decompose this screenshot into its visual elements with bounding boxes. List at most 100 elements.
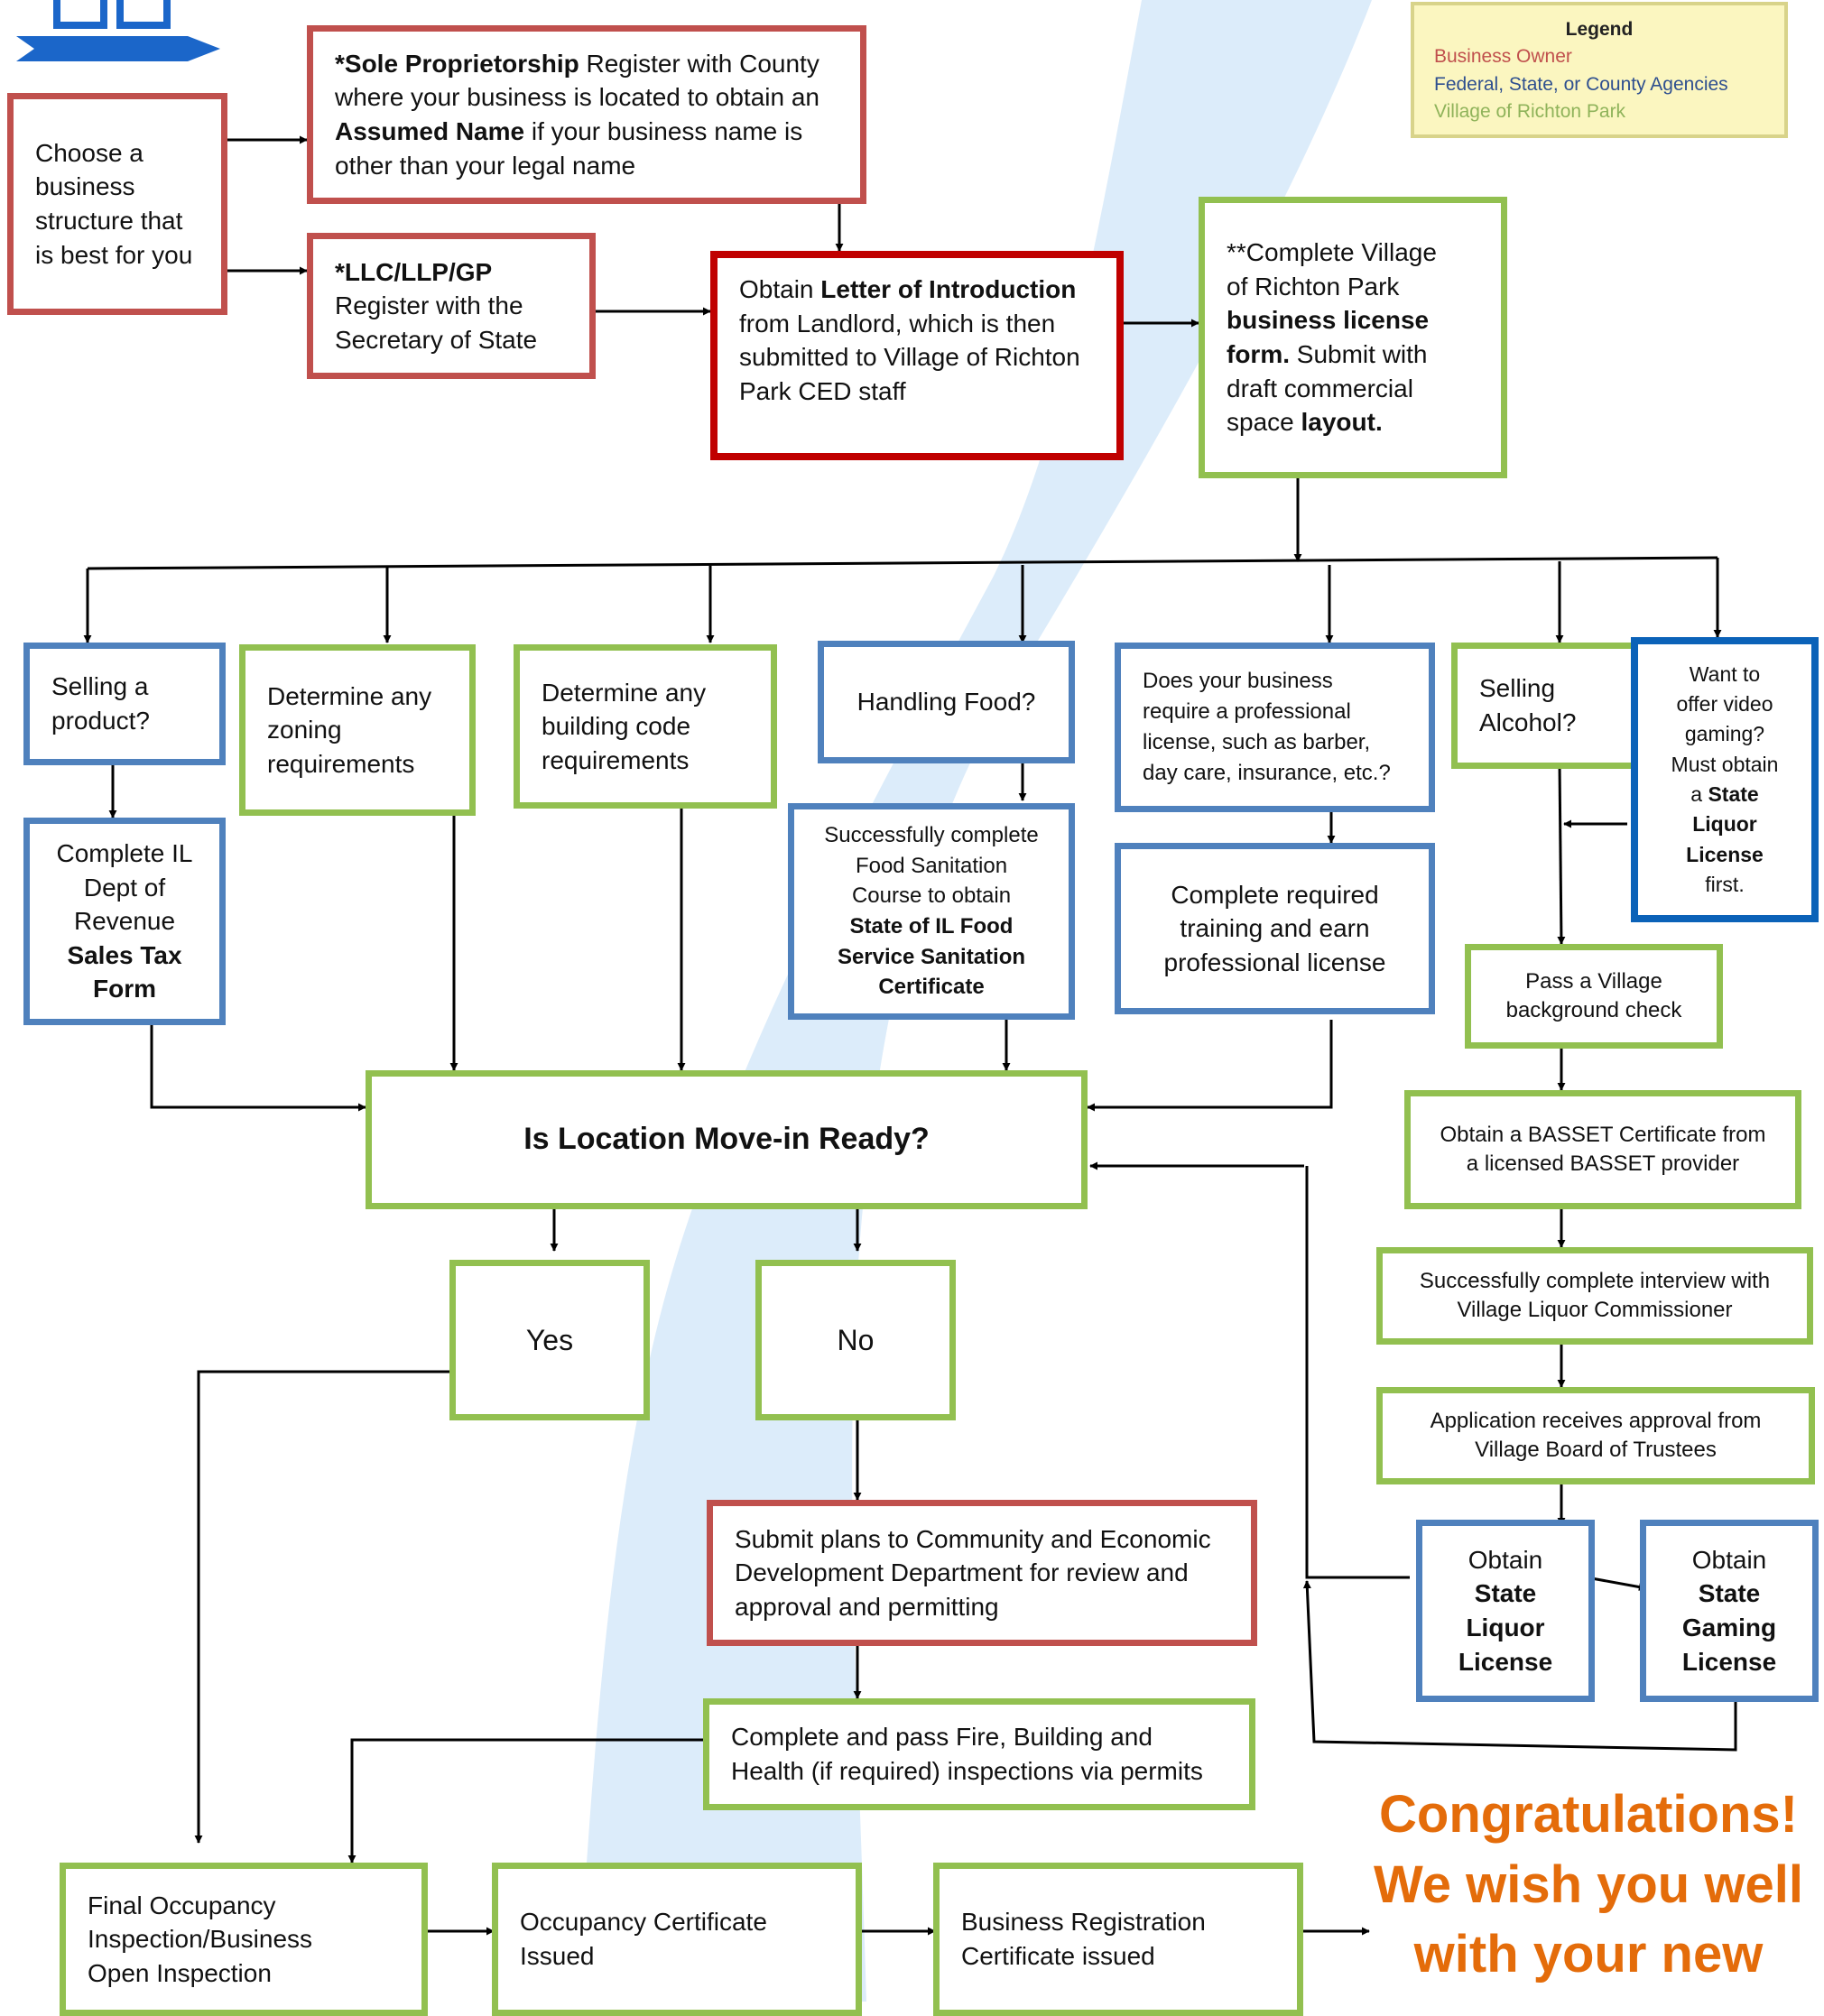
inspections-line-2: Health (if required) inspections via per… bbox=[731, 1757, 1203, 1785]
village-license-form-box: **Complete Village of Richton Park busin… bbox=[1199, 197, 1507, 478]
professional-license-box: Does your business require a professiona… bbox=[1115, 643, 1435, 812]
choose-line-4: is best for you bbox=[35, 240, 193, 269]
background-line-1: Pass a Village bbox=[1525, 968, 1662, 994]
food-cert-line-2: Food Sanitation bbox=[855, 853, 1008, 878]
letter-title: Letter of Introduction bbox=[820, 275, 1077, 303]
food-cert-line-4: State of IL Food bbox=[849, 914, 1014, 939]
yes-label: Yes bbox=[525, 1323, 574, 1356]
registration-line-1: Business Registration bbox=[961, 1908, 1206, 1937]
zoning-line-1: Determine any bbox=[267, 681, 432, 710]
gaming-license-line-1: Obtain bbox=[1691, 1545, 1767, 1574]
sales-tax-line-2: Dept of bbox=[83, 873, 166, 902]
interview-line-2: Village Liquor Commissioner bbox=[1457, 1298, 1733, 1322]
submit-line-2: Development Department for review and bbox=[735, 1558, 1189, 1587]
building-line-3: requirements bbox=[542, 745, 690, 774]
final-line-1: Final Occupancy bbox=[88, 1891, 276, 1919]
gaming-line-5: a bbox=[1690, 782, 1708, 806]
letter-line-3: submitted to Village of Richton bbox=[739, 343, 1080, 372]
village-form-line-6: space bbox=[1227, 408, 1301, 437]
sole-proprietorship-box: *Sole Proprietorship Register with Count… bbox=[307, 25, 866, 204]
gaming-license-line-2: State bbox=[1698, 1579, 1761, 1608]
choose-line-1: Choose a bbox=[35, 138, 144, 167]
village-form-line-2: of Richton Park bbox=[1227, 272, 1400, 301]
sales-tax-line-5: Form bbox=[93, 975, 156, 1003]
business-registration-box: Business Registration Certificate issued bbox=[933, 1863, 1303, 2016]
alcohol-line-1: Selling bbox=[1479, 674, 1556, 703]
alcohol-line-2: Alcohol? bbox=[1479, 708, 1577, 736]
food-cert-line-6: Certificate bbox=[878, 975, 985, 1000]
handling-food-box: Handling Food? bbox=[818, 641, 1075, 763]
training-line-2: training and earn bbox=[1180, 914, 1370, 943]
move-in-ready-box: Is Location Move-in Ready? bbox=[366, 1070, 1088, 1209]
congrats-line-2: We wish you well bbox=[1374, 1854, 1803, 1914]
village-form-line-5: draft commercial bbox=[1227, 374, 1413, 402]
no-box: No bbox=[755, 1260, 956, 1420]
state-liquor-license-box: Obtain State Liquor License bbox=[1416, 1520, 1595, 1702]
gaming-line-2: offer video bbox=[1676, 691, 1773, 716]
state-gaming-license-box: Obtain State Gaming License bbox=[1640, 1520, 1819, 1702]
zoning-box: Determine any zoning requirements bbox=[239, 644, 476, 816]
sole-line-2: where your business is located to obtain… bbox=[335, 83, 819, 112]
legend-item-agencies: Federal, State, or County Agencies bbox=[1434, 73, 1728, 95]
selling-alcohol-box: Selling Alcohol? bbox=[1451, 643, 1652, 769]
congrats-line-1: Congratulations! bbox=[1379, 1785, 1798, 1844]
legend-item-village: Village of Richton Park bbox=[1434, 101, 1626, 123]
building-line-2: building code bbox=[542, 712, 691, 741]
no-label: No bbox=[837, 1323, 875, 1356]
village-form-bold-form: form. bbox=[1227, 340, 1290, 368]
selling-product-line-1: Selling a bbox=[51, 672, 149, 701]
legend-title: Legend bbox=[1565, 19, 1634, 40]
final-line-3: Open Inspection bbox=[88, 1958, 272, 1987]
letter-pre: Obtain bbox=[739, 275, 821, 303]
occupancy-line-1: Occupancy Certificate bbox=[520, 1908, 767, 1937]
llc-title: *LLC/LLP/GP bbox=[335, 257, 493, 286]
congrats-line-3: with your new bbox=[1413, 1925, 1764, 1984]
move-in-ready-label: Is Location Move-in Ready? bbox=[523, 1122, 930, 1157]
village-form-line-3: business license bbox=[1227, 306, 1430, 335]
approval-box: Application receives approval from Villa… bbox=[1376, 1387, 1815, 1484]
basset-line-2: a licensed BASSET provider bbox=[1466, 1151, 1740, 1176]
village-form-bold-layout: layout. bbox=[1301, 408, 1383, 437]
basset-line-1: Obtain a BASSET Certificate from bbox=[1440, 1122, 1766, 1147]
food-sanitation-box: Successfully complete Food Sanitation Co… bbox=[788, 803, 1075, 1020]
registration-line-2: Certificate issued bbox=[961, 1942, 1155, 1970]
llc-line-3: Secretary of State bbox=[335, 325, 538, 354]
village-form-line-4: Submit with bbox=[1290, 340, 1428, 368]
video-gaming-box: Want to offer video gaming? Must obtain … bbox=[1631, 637, 1819, 922]
gaming-line-3: gaming? bbox=[1684, 722, 1765, 746]
village-form-line-1: **Complete Village bbox=[1227, 238, 1437, 267]
congratulations-message: Congratulations! We wish you well with y… bbox=[1354, 1780, 1823, 1990]
liquor-line-3: Liquor bbox=[1466, 1614, 1545, 1641]
submit-plans-box: Submit plans to Community and Economic D… bbox=[707, 1500, 1257, 1646]
sales-tax-line-1: Complete IL bbox=[56, 839, 193, 868]
legend: Legend Business Owner Federal, State, or… bbox=[1411, 2, 1788, 138]
gaming-line-8: first. bbox=[1705, 873, 1745, 897]
sole-line-1: Register with County bbox=[579, 49, 819, 78]
final-inspection-box: Final Occupancy Inspection/Business Open… bbox=[60, 1863, 428, 2016]
inspections-box: Complete and pass Fire, Building and Hea… bbox=[703, 1698, 1255, 1810]
sales-tax-line-4: Sales Tax bbox=[67, 940, 182, 969]
food-cert-line-3: Course to obtain bbox=[851, 883, 1012, 909]
building-code-box: Determine any building code requirements bbox=[514, 644, 777, 809]
gaming-line-1: Want to bbox=[1689, 661, 1761, 686]
submit-line-3: approval and permitting bbox=[735, 1592, 999, 1621]
sole-line-4: other than your legal name bbox=[335, 151, 636, 180]
choose-line-3: structure that bbox=[35, 207, 183, 235]
basset-box: Obtain a BASSET Certificate from a licen… bbox=[1404, 1090, 1801, 1209]
training-line-1: Complete required bbox=[1171, 880, 1379, 909]
handling-food-label: Handling Food? bbox=[856, 688, 1036, 717]
llc-line-2: Register with the bbox=[335, 291, 523, 320]
background-line-2: background check bbox=[1505, 998, 1682, 1022]
liquor-line-2: State bbox=[1474, 1579, 1537, 1608]
sole-title: *Sole Proprietorship bbox=[335, 49, 579, 78]
occupancy-certificate-box: Occupancy Certificate Issued bbox=[492, 1863, 862, 2016]
choose-line-2: business bbox=[35, 172, 135, 201]
gaming-line-7: License bbox=[1686, 842, 1764, 866]
liquor-line-1: Obtain bbox=[1468, 1545, 1543, 1574]
food-cert-line-1: Successfully complete bbox=[824, 823, 1039, 848]
legend-item-business-owner: Business Owner bbox=[1434, 46, 1572, 68]
food-cert-line-5: Service Sanitation bbox=[837, 944, 1026, 969]
interview-line-1: Successfully complete interview with bbox=[1419, 1268, 1771, 1293]
training-line-3: professional license bbox=[1163, 948, 1386, 976]
